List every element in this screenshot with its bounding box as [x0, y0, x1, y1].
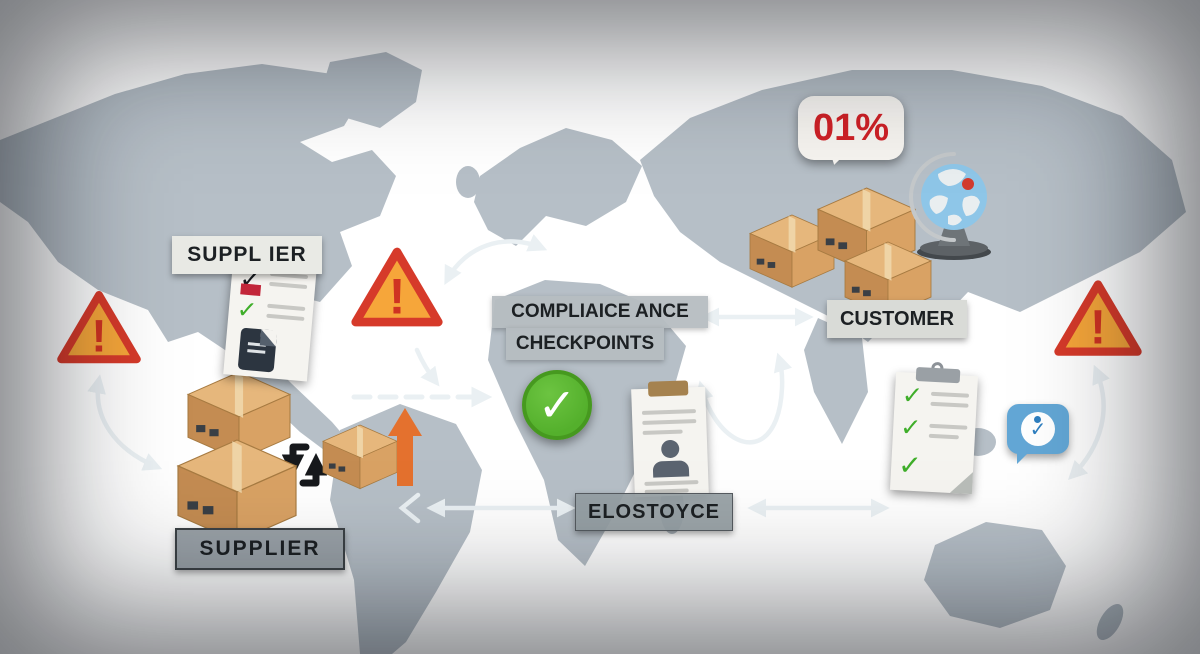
doc-text-line	[642, 429, 683, 435]
subcontinent-india	[804, 318, 868, 444]
continent-europe	[474, 128, 642, 246]
exclamation-icon: !	[1090, 301, 1106, 354]
person-icon	[652, 439, 690, 478]
doc-text-line	[269, 281, 308, 290]
continent-greenland	[322, 52, 422, 128]
chevron-left-extra	[398, 492, 421, 524]
arrow-warning-left-down	[87, 374, 163, 471]
arrow-warning-right-down	[1067, 364, 1110, 481]
exclamation-icon: !	[389, 268, 406, 324]
box-shipment-small	[322, 424, 398, 490]
check-icon: ✓	[1029, 418, 1047, 441]
label-compliance-line1: COMPLIAICE ANCE	[492, 296, 708, 328]
doc-text-line	[266, 313, 305, 321]
check-icon: ✓	[537, 379, 577, 431]
percent-value: 01%	[812, 106, 890, 149]
warning-triangle-right: !	[1054, 280, 1142, 356]
box-supplier-bottom	[177, 439, 297, 543]
verified-dot	[1034, 416, 1041, 423]
verified-disc: ✓	[1021, 412, 1055, 446]
label-customer: CUSTOMER	[827, 300, 967, 338]
label-supplier-top: SUPPL IER	[172, 236, 322, 274]
warning-triangle-left: !	[57, 291, 141, 364]
red-box-mark	[240, 283, 262, 297]
file-icon-lines	[247, 342, 267, 347]
file-icon	[237, 327, 278, 373]
doc-text-line	[641, 409, 697, 415]
percent-speech-bubble: 01%	[798, 96, 904, 160]
doc-text-line	[930, 391, 970, 398]
arrow-document-to-customer	[695, 352, 792, 445]
doc-text-line	[928, 433, 959, 440]
arrow-warning-down	[414, 347, 440, 387]
transfer-up-arrow-icon	[299, 453, 328, 487]
clipboard-clip	[647, 380, 689, 397]
compliance-check-circle: ✓	[522, 370, 592, 440]
audit-checklist-document: ✓ ✓ ✓	[889, 361, 979, 495]
island-new-zealand	[1096, 603, 1124, 641]
label-customer-text: CUSTOMER	[839, 307, 955, 330]
arrow-warning-to-checkpoint	[444, 234, 548, 286]
folded-corner	[949, 470, 974, 495]
supplier-checklist-document: ✓ ✓	[223, 260, 317, 382]
verified-bubble: ✓	[1007, 404, 1069, 464]
label-supplier-top-text: SUPPL IER	[187, 243, 307, 266]
green-check-icon: ✓	[235, 296, 259, 325]
person-head	[660, 439, 680, 459]
orange-up-arrow-head	[388, 408, 422, 436]
green-check-icon: ✓	[901, 381, 924, 411]
exclamation-icon: !	[91, 310, 106, 361]
doc-text-line	[930, 401, 969, 408]
label-elostoyce-text: ELOSTOYCE	[588, 500, 720, 523]
globe-icon	[909, 152, 991, 260]
continent-australia	[924, 522, 1066, 628]
label-elostoyce: ELOSTOYCE	[575, 493, 733, 531]
doc-text-line	[929, 423, 968, 430]
doc-text-line	[642, 419, 697, 425]
green-check-icon: ✓	[897, 449, 923, 482]
transfer-down-arrow-icon	[281, 443, 310, 477]
doc-text-line	[644, 480, 699, 486]
orange-up-arrow	[388, 408, 422, 486]
person-shoulders	[652, 460, 690, 478]
globe-marker	[962, 178, 974, 190]
orange-up-arrow-shaft	[397, 434, 413, 486]
label-compliance-line2-text: CHECKPOINTS	[515, 333, 655, 354]
label-supplier-bottom: SUPPLIER	[175, 528, 345, 570]
label-compliance-line2: CHECKPOINTS	[506, 328, 664, 360]
label-supplier-bottom-text: SUPPLIER	[199, 537, 321, 560]
compliance-profile-document	[631, 380, 709, 498]
warning-triangle-center: !	[351, 247, 443, 327]
label-compliance-line1-text: COMPLIAICE ANCE	[511, 301, 689, 322]
island-britain	[456, 166, 480, 198]
green-check-icon: ✓	[899, 413, 922, 443]
doc-text-line	[267, 303, 306, 312]
